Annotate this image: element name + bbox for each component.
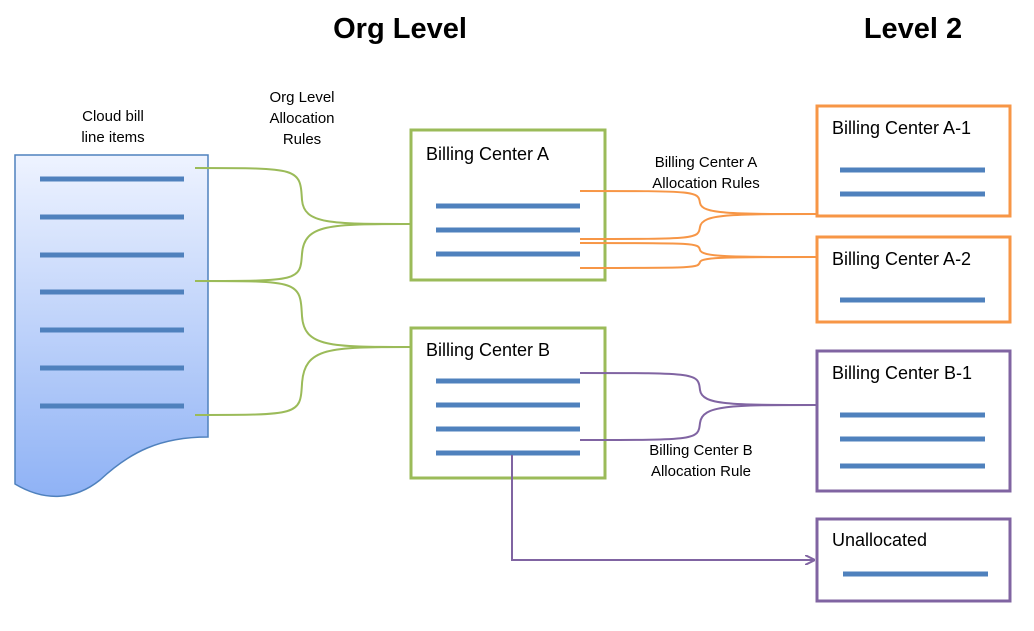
connector-doc-to-b-top	[194, 280, 411, 348]
billing-center-a1: Billing Center A-1	[815, 104, 1012, 218]
center-b-rules-label-line1: Billing Center B	[649, 442, 752, 459]
center-a-rules-label-line2: Allocation Rules	[652, 175, 760, 192]
document-shape	[14, 154, 209, 497]
connector-a-to-a2-bottom	[579, 256, 817, 269]
billing-center-a2-title: Billing Center A-2	[832, 249, 971, 269]
org-allocation-connectors	[194, 167, 411, 416]
billing-center-b: Billing Center B	[409, 326, 607, 480]
level-2-heading: Level 2	[864, 13, 962, 45]
billing-center-a: Billing Center A	[409, 128, 607, 282]
unallocated-title: Unallocated	[832, 530, 927, 550]
org-rules-label-line1: Org Level	[269, 89, 334, 106]
billing-center-b1-title: Billing Center B-1	[832, 363, 972, 383]
connector-b-to-b1-bottom	[579, 404, 817, 441]
unallocated-box	[815, 517, 1012, 603]
billing-center-a1-title: Billing Center A-1	[832, 118, 971, 138]
org-rules-label-line3: Rules	[283, 131, 321, 148]
connector-a-to-a2-top	[579, 242, 817, 258]
connector-a-to-a1-top	[579, 190, 817, 215]
billing-center-a2: Billing Center A-2	[815, 235, 1012, 324]
connector-b-to-unallocated	[511, 455, 814, 560]
center-b-rules-label-line2: Allocation Rule	[651, 463, 751, 480]
connector-a-to-a1-bottom	[579, 213, 817, 240]
connector-doc-to-a-bottom	[194, 223, 411, 282]
billing-center-b-title: Billing Center B	[426, 340, 550, 360]
billing-center-b1: Billing Center B-1	[815, 349, 1012, 493]
billing-center-a1-box	[815, 104, 1012, 218]
document-caption-line2: line items	[81, 129, 144, 146]
unallocated-box-group: Unallocated	[815, 517, 1012, 603]
center-a-rules-label-line1: Billing Center A	[655, 154, 758, 171]
connector-b-to-b1-top	[579, 372, 817, 406]
cloud-bill-document	[14, 154, 209, 497]
center-a-allocation-connectors	[579, 190, 817, 269]
connector-doc-to-a-top	[194, 167, 411, 225]
billing-center-a2-box	[815, 235, 1012, 324]
org-level-heading: Org Level	[333, 13, 467, 45]
document-line-items	[40, 176, 184, 409]
org-rules-label-line2: Allocation	[269, 110, 334, 127]
billing-center-a-title: Billing Center A	[426, 144, 549, 164]
center-b-allocation-connectors	[511, 372, 817, 560]
connector-doc-to-b-bottom	[194, 346, 411, 416]
document-caption-line1: Cloud bill	[82, 108, 144, 125]
